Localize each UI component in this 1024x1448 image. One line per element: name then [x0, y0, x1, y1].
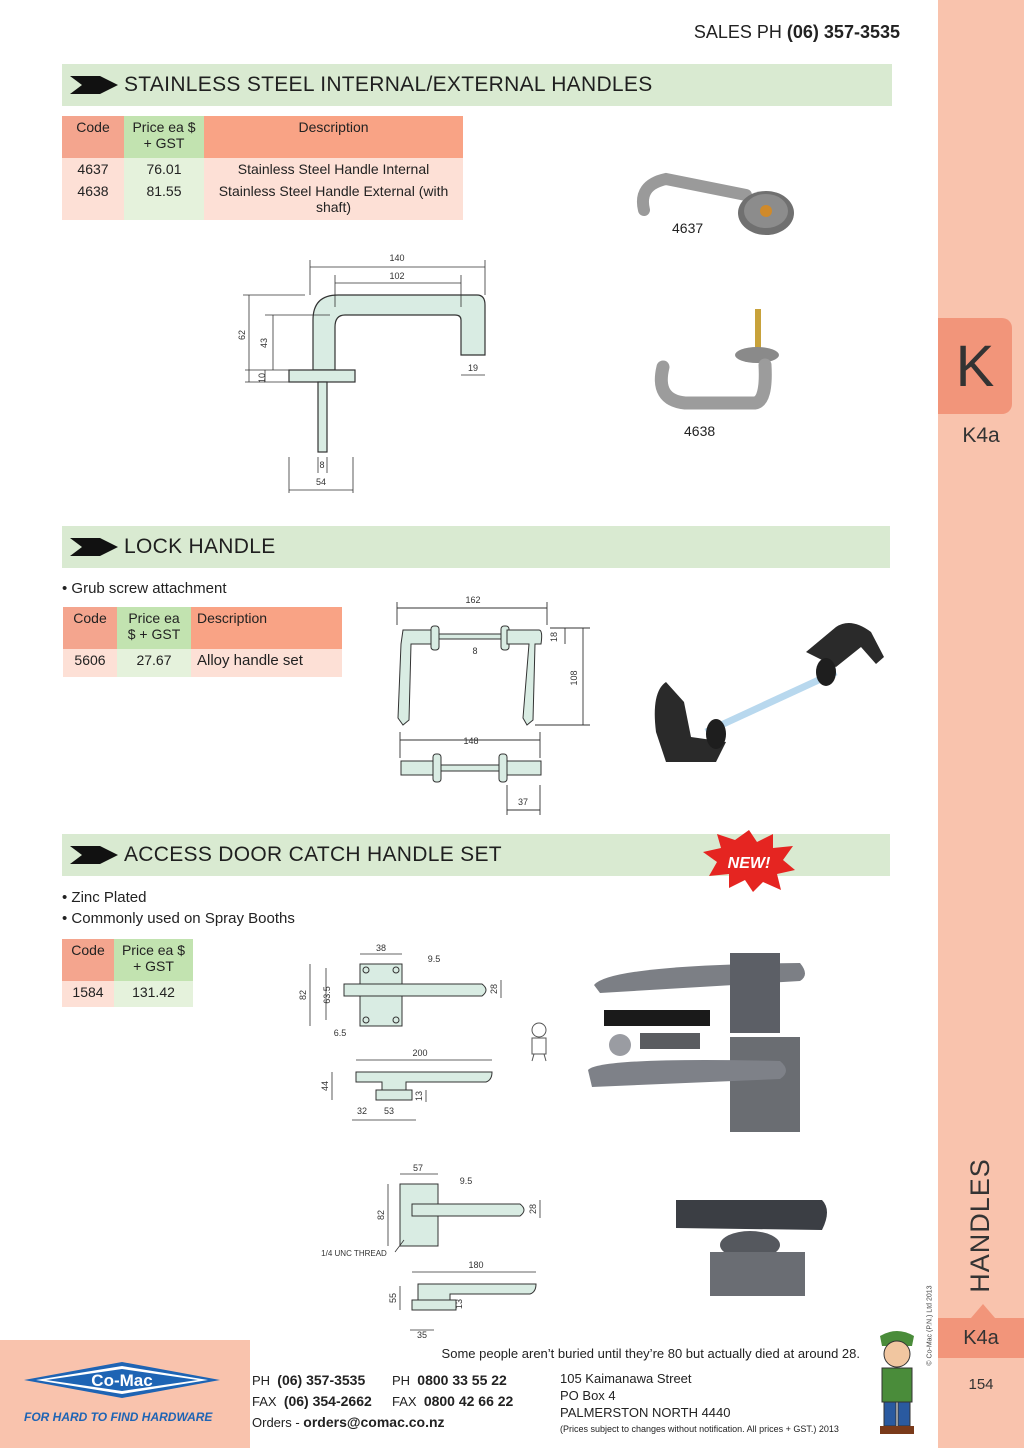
svg-text:38: 38 — [376, 943, 386, 953]
table-row: 4638 81.55 Stainless Steel Handle Extern… — [62, 180, 463, 220]
dim-label: 19 — [468, 363, 478, 373]
svg-text:37: 37 — [518, 797, 528, 807]
feature-list: • Zinc Plated • Commonly used on Spray B… — [62, 887, 295, 929]
svg-text:1/4 UNC THREAD: 1/4 UNC THREAD — [321, 1249, 387, 1258]
footer-freephone-block: PH 0800 33 55 22 FAX 0800 42 66 22 — [392, 1372, 514, 1409]
mascot-icon — [880, 1331, 914, 1434]
list-item: • Commonly used on Spray Booths — [62, 910, 295, 927]
access-handle-photo-a — [588, 953, 805, 1132]
table-row: 5606 27.67 Alloy handle set — [63, 649, 342, 677]
svg-text:82: 82 — [298, 990, 308, 1000]
section-title: LOCK HANDLE — [124, 535, 276, 558]
svg-text:63.5: 63.5 — [322, 986, 332, 1004]
svg-text:53: 53 — [384, 1106, 394, 1116]
footer-freephone: 0800 33 55 22 — [417, 1372, 507, 1388]
section-code: K4a — [962, 424, 1000, 447]
svg-text:13: 13 — [454, 1299, 464, 1309]
access-handle-drawing-b: 57 9.5 82 28 1/4 UNC THREAD 180 55 35 13 — [321, 1163, 541, 1340]
new-badge-text: NEW! — [728, 855, 771, 872]
handle-photo-4637 — [637, 172, 794, 235]
photo-label-4638: 4638 — [684, 423, 716, 439]
price-table-access-door: Code Price ea $ + GST 1584 131.42 — [62, 939, 193, 1007]
access-handle-drawing-a: 38 9.5 82 63.5 28 6.5 200 44 32 53 13 — [298, 943, 502, 1121]
dim-label: 140 — [389, 253, 404, 263]
page-number: 154 — [968, 1376, 994, 1393]
list-item: • Grub screw attachment — [62, 580, 227, 597]
category-label: HANDLES — [964, 1157, 995, 1293]
section-banner-stainless: STAINLESS STEEL INTERNAL/EXTERNAL HANDLE… — [62, 64, 892, 106]
logo-text: Co-Mac — [91, 1371, 152, 1390]
footer-disclaimer: (Prices subject to changes without notif… — [560, 1424, 839, 1434]
svg-text:162: 162 — [465, 595, 480, 605]
section-title: ACCESS DOOR CATCH HANDLE SET — [124, 843, 502, 866]
svg-text:44: 44 — [320, 1081, 330, 1091]
svg-text:9.5: 9.5 — [428, 954, 441, 964]
svg-text:18: 18 — [549, 632, 559, 642]
svg-text:32: 32 — [357, 1106, 367, 1116]
arrow-right-icon — [70, 846, 118, 864]
footer-quote: Some people aren’t buried until they’re … — [441, 1346, 860, 1361]
feature-list: • Grub screw attachment — [62, 578, 226, 599]
dim-label: 10 — [257, 373, 267, 383]
dim-label: 62 — [237, 330, 247, 340]
lock-handle-drawing: 162 18 8 108 148 37 — [396, 595, 590, 815]
tagline: FOR HARD TO FIND HARDWARE — [24, 1410, 213, 1424]
lock-handle-photo — [654, 623, 884, 762]
svg-text:55: 55 — [388, 1293, 398, 1303]
bottom-section-code: K4a — [938, 1318, 1024, 1358]
svg-text:28: 28 — [489, 984, 499, 994]
svg-text:200: 200 — [412, 1048, 427, 1058]
arrow-right-icon — [70, 538, 118, 556]
price-table-stainless: Code Price ea $ + GST Description 4637 7… — [62, 116, 463, 220]
section-banner-lock-handle: LOCK HANDLE — [62, 526, 890, 568]
section-tab-k[interactable]: K — [938, 318, 1012, 414]
svg-text:8: 8 — [472, 646, 477, 656]
col-description: Description — [204, 116, 463, 158]
handle-dimension-drawing: 140 102 62 43 10 19 8 54 — [237, 253, 486, 493]
svg-text:82: 82 — [376, 1210, 386, 1220]
svg-text:57: 57 — [413, 1163, 423, 1173]
svg-text:180: 180 — [468, 1260, 483, 1270]
sales-phone: (06) 357-3535 — [786, 22, 900, 42]
price-table-lock: Code Price ea $ + GST Description 5606 2… — [63, 607, 342, 677]
svg-text:6.5: 6.5 — [334, 1028, 347, 1038]
col-price: Price ea $ + GST — [124, 116, 204, 158]
footer-phone: (06) 357-3535 — [277, 1372, 366, 1388]
sales-phone-header: SALES PH (06) 357-3535 — [693, 22, 900, 42]
svg-text:13: 13 — [414, 1091, 424, 1101]
footer-address: 105 Kaimanawa Street PO Box 4 PALMERSTON… — [560, 1370, 839, 1438]
arrow-right-icon — [70, 76, 118, 94]
dim-label: 102 — [389, 271, 404, 281]
footer-freefax: 0800 42 66 22 — [423, 1393, 514, 1409]
new-badge-icon: NEW! — [703, 830, 795, 892]
svg-text:28: 28 — [528, 1204, 538, 1214]
svg-text:35: 35 — [417, 1330, 427, 1340]
mascot-small-icon — [531, 1022, 547, 1062]
page-arrow-icon — [971, 1304, 995, 1318]
footer-fax: (06) 354-2662 — [283, 1393, 372, 1409]
svg-text:148: 148 — [463, 736, 478, 746]
section-title: STAINLESS STEEL INTERNAL/EXTERNAL HANDLE… — [124, 73, 653, 96]
photo-label-4637: 4637 — [672, 220, 704, 236]
dim-label: 8 — [319, 460, 324, 470]
dim-label: 54 — [316, 477, 326, 487]
dim-label: 43 — [259, 338, 269, 348]
col-code: Code — [62, 116, 124, 158]
footer-email[interactable]: orders@comac.co.nz — [303, 1414, 445, 1430]
handle-photo-4638 — [654, 309, 779, 410]
svg-text:108: 108 — [569, 670, 579, 685]
table-row: 1584 131.42 — [62, 981, 193, 1007]
sidebar — [938, 0, 1024, 1448]
list-item: • Zinc Plated — [62, 889, 147, 906]
footer-phone-block: PH (06) 357-3535 FAX (06) 354-2662 Order… — [252, 1372, 445, 1430]
section-tab-letter: K — [955, 333, 995, 399]
access-handle-photo-b — [676, 1200, 827, 1296]
svg-text:9.5: 9.5 — [460, 1176, 473, 1186]
comac-logo[interactable]: Co-Mac — [22, 1360, 222, 1400]
table-row: 4637 76.01 Stainless Steel Handle Intern… — [62, 158, 463, 180]
